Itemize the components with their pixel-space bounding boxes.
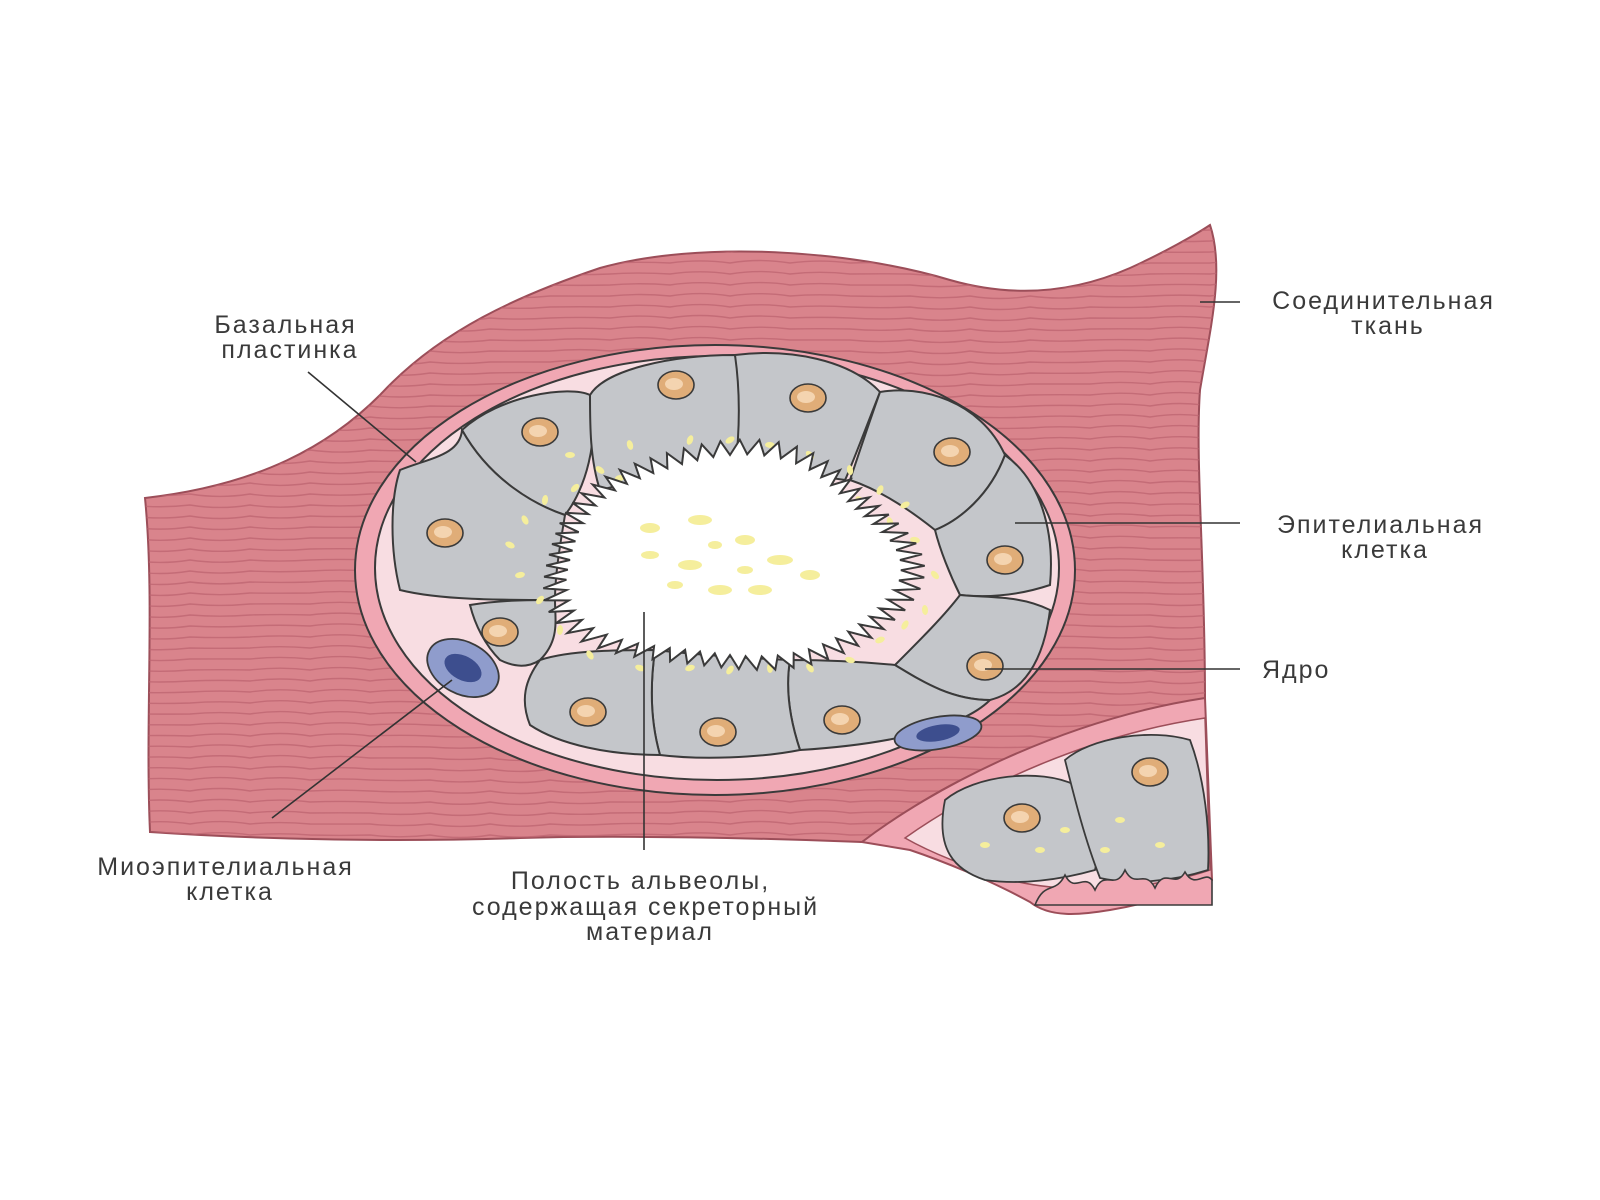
leader-line-myoepithelial (271, 679, 453, 819)
connective-fiber (145, 237, 1217, 245)
lumen-secretory-material (640, 515, 820, 595)
leader-lines (271, 301, 1240, 850)
nuclei (426, 370, 1024, 747)
nucleus-inner (489, 625, 507, 637)
adjacent-epithelial-cell (1063, 734, 1210, 883)
alveolus-lumen (542, 437, 925, 672)
secretory-granule (536, 595, 544, 605)
secretory-granule (725, 436, 735, 444)
secretory-granule (686, 435, 694, 445)
nucleus-inner (1139, 765, 1157, 777)
adjacent-secretory-granules (980, 817, 1165, 853)
nucleus-inner (797, 391, 815, 403)
secretory-granule (586, 650, 594, 660)
nucleus-inner (707, 725, 725, 737)
secretory-granule (900, 501, 910, 509)
nucleus-inner (529, 425, 547, 437)
secretory-granule (875, 636, 885, 644)
secretory-granule (595, 466, 605, 474)
labels: Базальная пластинка Соединительная ткань… (97, 287, 1504, 946)
adjacent-lumen-edge (1033, 868, 1213, 906)
label-epithelial-cell: Эпителиальная клетка (1277, 511, 1493, 564)
label-connective-tissue: Соединительная ткань (1272, 287, 1504, 340)
secretory-granule (845, 656, 855, 664)
nucleus-inner (994, 553, 1012, 565)
adjacent-alveolus (859, 696, 1214, 915)
label-alveolus-lumen: Полость альвеолы, содержащая секреторный… (472, 867, 828, 946)
label-basal-lamina: Базальная пластинка (214, 311, 365, 364)
secretory-granule (921, 605, 929, 615)
secretory-granule (505, 541, 515, 549)
secretory-granule (765, 441, 775, 449)
secretory-granule (635, 664, 645, 672)
nucleus-inner (941, 445, 959, 457)
label-nucleus: Ядро (1262, 656, 1330, 684)
nucleus-inner (434, 526, 452, 538)
nucleus-inner (831, 713, 849, 725)
secretory-granule (846, 465, 854, 475)
myoepithelial-cells (426, 638, 983, 752)
nucleus-inner (665, 378, 683, 390)
secretory-granule (910, 536, 920, 544)
nucleus-inner (577, 705, 595, 717)
secretory-granule (901, 620, 909, 630)
nucleus-inner (1011, 811, 1029, 823)
secretory-granule (515, 571, 525, 579)
secretory-granule (570, 483, 580, 493)
leader-line-basal-lamina (307, 371, 417, 463)
secretory-granule (876, 485, 884, 495)
connective-fiber (145, 226, 1217, 234)
secretory-granule (626, 440, 634, 450)
nucleus-inner (974, 659, 992, 671)
secretory-granule (541, 495, 549, 505)
myoepithelial-nucleus (444, 653, 482, 683)
label-myoepithelial-cell: Миоэпителиальная клетка (97, 853, 362, 906)
secretory-granule (521, 515, 529, 525)
secretory-granule (565, 452, 575, 458)
secretory-granule (685, 664, 695, 672)
secretory-granule (726, 665, 734, 675)
myoepithelial-nucleus (916, 724, 960, 742)
secretory-granule (930, 570, 940, 580)
secretory-granule (806, 663, 814, 673)
secretory-granule (556, 625, 564, 635)
